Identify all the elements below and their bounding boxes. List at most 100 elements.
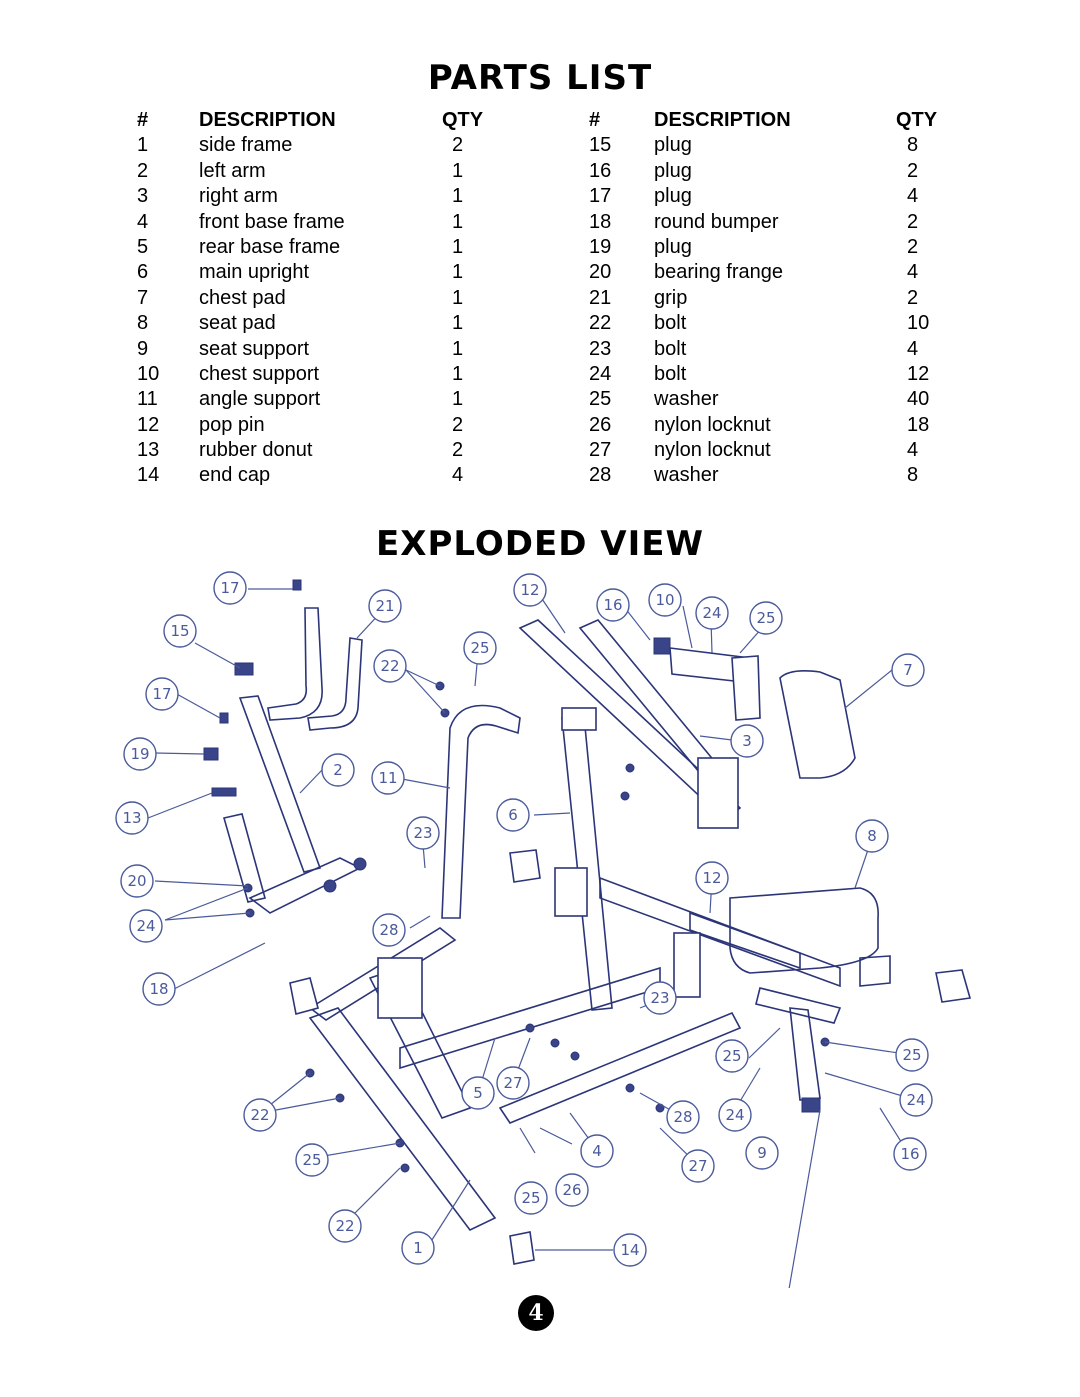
table-header: # DESCRIPTION QTY	[0, 108, 1080, 133]
part-number: 6	[137, 261, 149, 284]
exploded-view-diagram: 1721121610242515222571731921161323820122…	[115, 571, 972, 1288]
callout-9: 9	[745, 1136, 779, 1170]
seat-tube-end	[859, 955, 891, 987]
callout-15: 15	[163, 614, 197, 648]
part-description: end cap	[199, 464, 271, 487]
callout-circle	[555, 1173, 589, 1207]
part-number: 23	[589, 337, 612, 360]
callout-circle	[596, 588, 630, 622]
part-description: seat pad	[199, 312, 276, 335]
seat-support-rail	[599, 876, 841, 988]
header-qty: QTY	[896, 109, 938, 131]
plug-16	[653, 637, 671, 655]
callout-label: 18	[149, 980, 168, 998]
callout-4: 4	[580, 1134, 614, 1168]
part-qty: 1	[452, 362, 464, 385]
part-qty: 1	[452, 235, 464, 258]
callout-label: 25	[302, 1151, 321, 1169]
callout-label: 25	[470, 639, 489, 657]
callout-24: 24	[695, 596, 729, 630]
callout-circle	[295, 1143, 329, 1177]
callout-label: 25	[902, 1046, 921, 1064]
callout-21: 21	[368, 589, 402, 623]
washer-23	[620, 791, 630, 801]
part-description: chest support	[199, 362, 320, 385]
callout-2: 2	[321, 753, 355, 787]
part-qty: 18	[907, 413, 930, 436]
part-description: washer	[654, 388, 719, 411]
bolt-c	[570, 1051, 580, 1061]
part-qty: 4	[907, 337, 919, 360]
part-description: rubber donut	[199, 439, 313, 462]
part-qty: 4	[907, 439, 919, 462]
callout-1: 1	[401, 1231, 435, 1265]
callout-label: 23	[413, 824, 432, 842]
callout-12: 12	[695, 861, 729, 895]
base-crossbar	[308, 927, 457, 1021]
bolt-22-base-d	[400, 1163, 410, 1173]
seat-support-plate	[755, 987, 842, 1024]
callout-circle	[681, 1149, 715, 1183]
rear-base-frame-part	[399, 966, 661, 1070]
callout-3: 3	[730, 724, 764, 758]
seat-support-post	[789, 1007, 821, 1101]
callout-label: 16	[900, 1145, 919, 1163]
callout-13: 13	[115, 801, 149, 835]
callout-label: 27	[503, 1074, 522, 1092]
callout-circle	[695, 596, 729, 630]
part-description: bolt	[654, 337, 687, 360]
callout-circle	[371, 761, 405, 795]
callout-label: 12	[520, 581, 539, 599]
callout-label: 9	[757, 1144, 767, 1162]
part-qty: 2	[907, 159, 919, 182]
part-qty: 12	[907, 362, 930, 385]
callout-27: 27	[681, 1149, 715, 1183]
callout-circle	[718, 1098, 752, 1132]
callout-circle	[328, 1209, 362, 1243]
callout-circle	[749, 601, 783, 635]
part-description: plug	[654, 134, 692, 157]
part-description: washer	[654, 464, 719, 487]
plug-15	[234, 662, 254, 676]
bolt-b	[550, 1038, 560, 1048]
chest-support-rail	[578, 619, 722, 780]
part-number: 26	[589, 413, 612, 436]
part-qty: 1	[452, 312, 464, 335]
part-number: 15	[589, 134, 612, 157]
part-qty: 8	[907, 134, 919, 157]
chest-support-plate	[697, 757, 739, 829]
callout-circle	[373, 649, 407, 683]
part-number: 21	[589, 286, 612, 309]
part-qty: 2	[452, 134, 464, 157]
callout-circle	[695, 861, 729, 895]
callout-circle	[120, 864, 154, 898]
callout-label: 25	[756, 609, 775, 627]
part-description: nylon locknut	[654, 439, 771, 462]
plug-seat-post	[801, 1097, 821, 1113]
bolt-a	[525, 1023, 535, 1033]
part-description: rear base frame	[199, 235, 341, 258]
callout-28: 28	[372, 913, 406, 947]
callout-circle	[496, 1066, 530, 1100]
plug-19	[203, 747, 219, 761]
part-number: 14	[137, 464, 160, 487]
callout-circle	[513, 573, 547, 607]
callout-label: 24	[136, 917, 155, 935]
callout-label: 12	[702, 869, 721, 887]
callout-17: 17	[213, 571, 247, 605]
callout-6: 6	[496, 798, 530, 832]
callout-8: 8	[855, 819, 889, 853]
callout-label: 28	[379, 921, 398, 939]
header-description: DESCRIPTION	[654, 109, 791, 131]
callout-25: 25	[514, 1181, 548, 1215]
part-description: plug	[654, 159, 692, 182]
